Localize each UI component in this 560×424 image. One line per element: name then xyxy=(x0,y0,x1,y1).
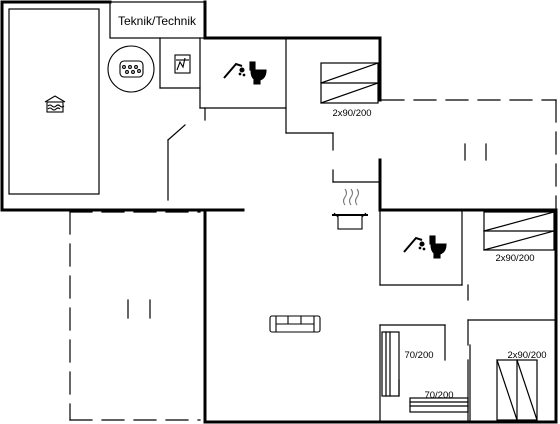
sauna-icon xyxy=(174,54,191,74)
bed-top xyxy=(320,62,379,104)
bed-size-label: 70/200 xyxy=(424,390,453,401)
technik-label: Teknik/Technik xyxy=(118,14,197,28)
bed-mid xyxy=(483,211,555,251)
bed-size-label: 2x90/200 xyxy=(332,108,371,119)
cooking-pot-icon xyxy=(332,188,368,230)
terrace-outlines xyxy=(69,99,557,421)
bunk-bed-lower xyxy=(409,397,469,413)
bed-size-label: 2x90/200 xyxy=(507,350,546,361)
bed-bottom-right xyxy=(496,359,538,421)
bunk-bed-upper xyxy=(381,331,400,397)
bed-size-label: 2x90/200 xyxy=(495,253,534,264)
bed-size-label: 70/200 xyxy=(404,350,433,361)
sofa-icon xyxy=(269,315,321,333)
shower-toilet-icon xyxy=(223,61,267,85)
terrace-marks xyxy=(127,143,487,319)
shower-toilet-icon xyxy=(403,235,447,259)
spa-whirlpool-icon xyxy=(107,45,155,93)
swimming-pool-icon xyxy=(44,95,66,113)
interior-walls xyxy=(8,1,557,423)
